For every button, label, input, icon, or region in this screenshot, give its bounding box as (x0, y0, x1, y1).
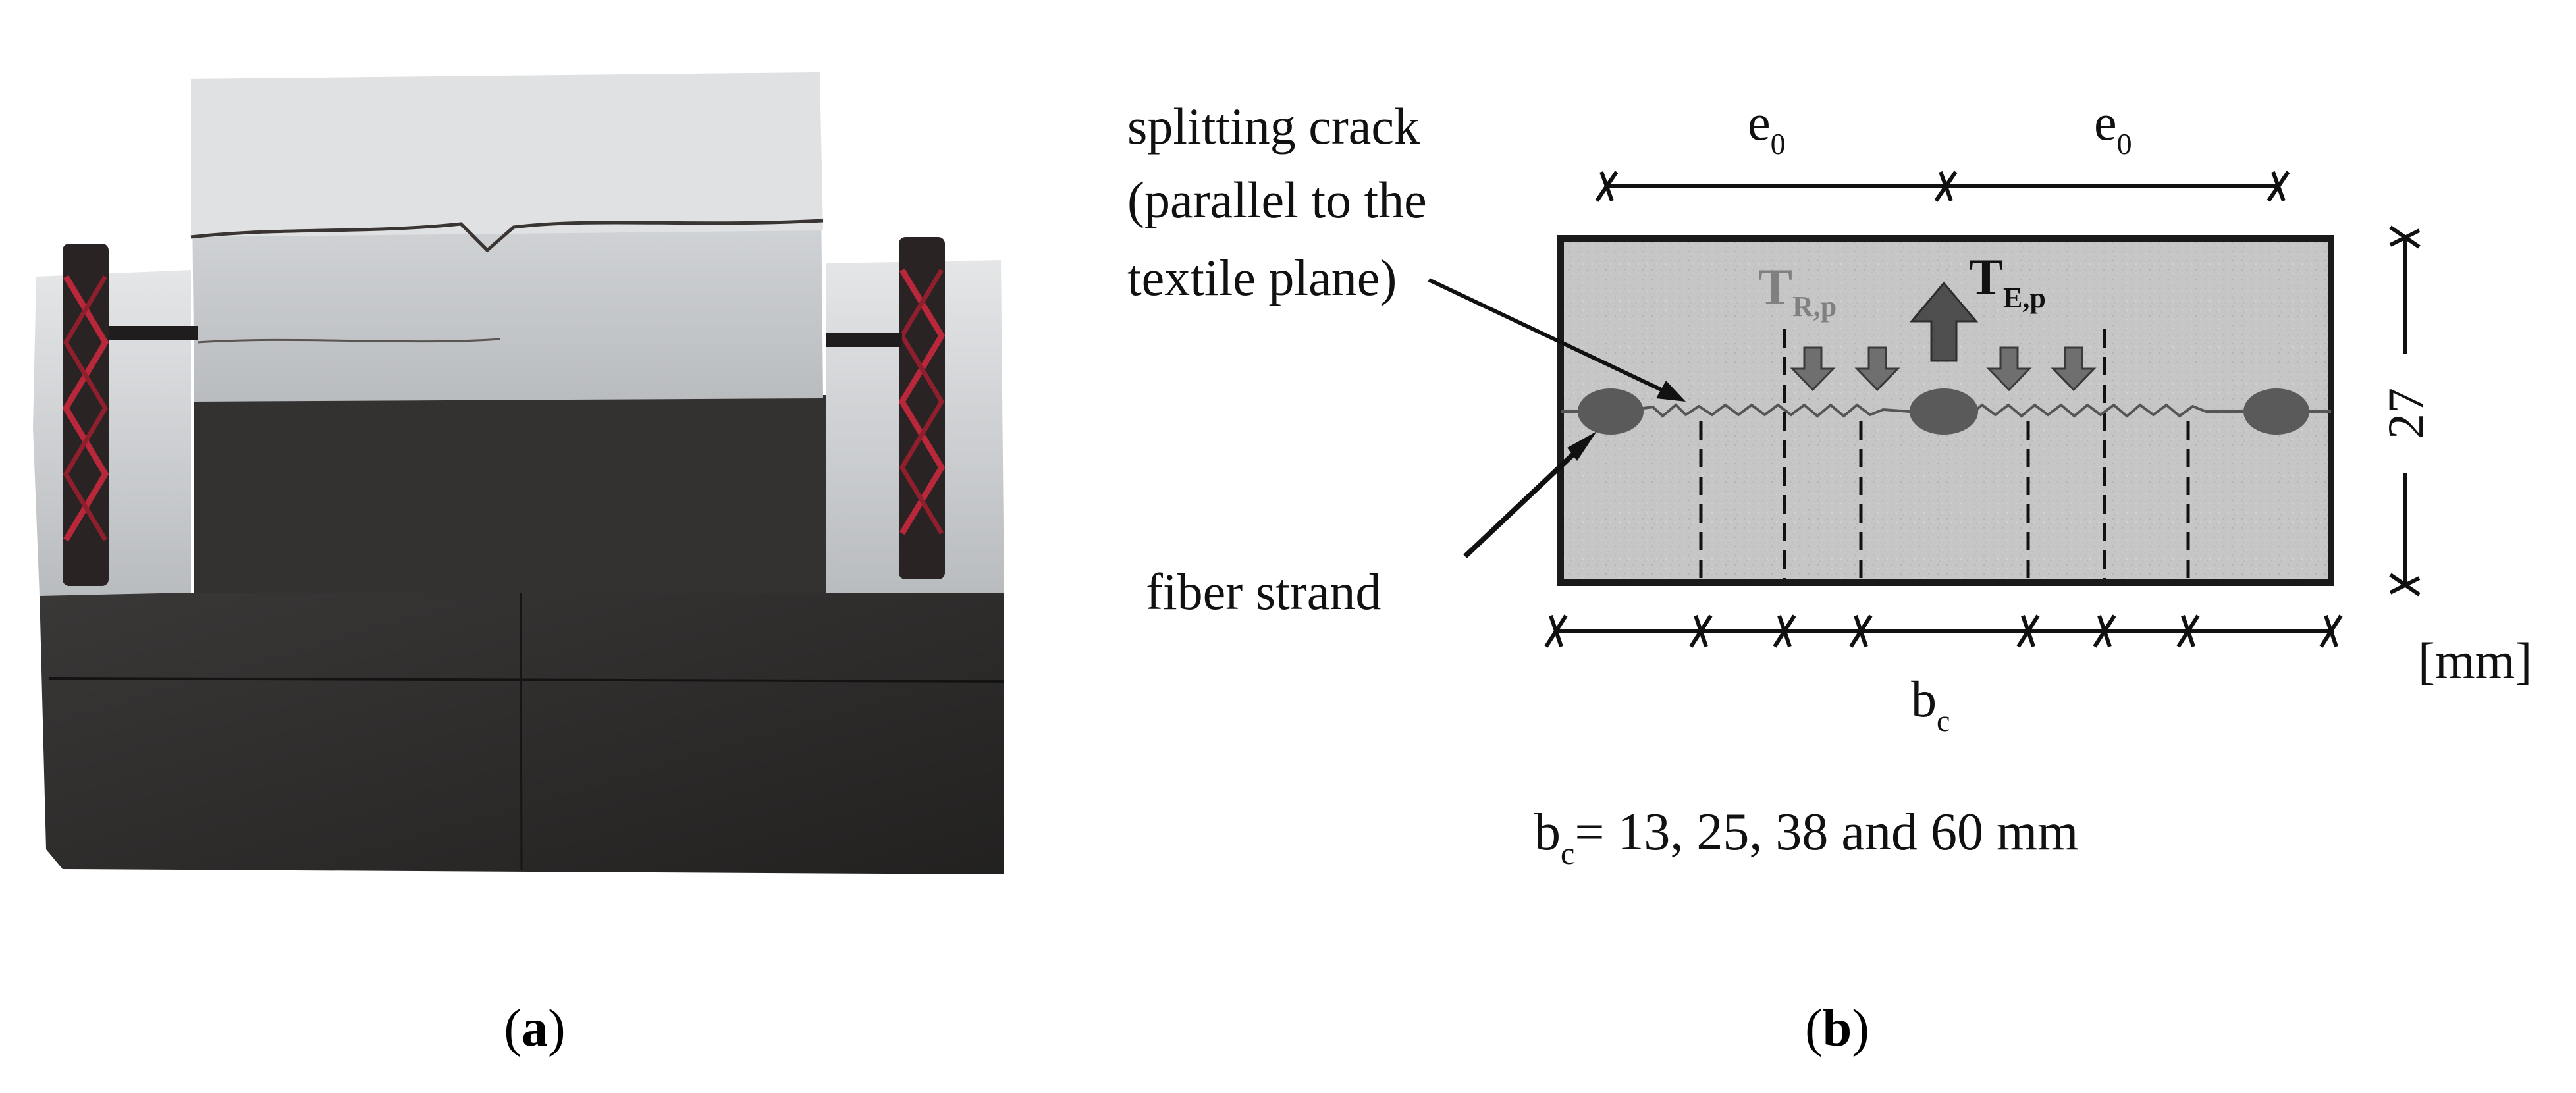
dimension-bc (1544, 614, 2343, 648)
photo-splitting-crack (190, 219, 824, 253)
right-pin-assembly (826, 237, 946, 579)
fiber-strand-center (1910, 388, 1978, 435)
caption-a: (a) (504, 1000, 565, 1057)
label-height-27: 27 (2377, 388, 2434, 439)
label-force-tr: TR,p (1758, 258, 1837, 323)
leader-crack-head (1656, 381, 1686, 402)
arrow-tr-3 (1986, 346, 2032, 392)
mortar-top-cap (191, 72, 823, 237)
block-joint-horizontal (49, 677, 1005, 683)
arrow-tr-4 (2051, 346, 2097, 392)
label-splitting-crack-2: (parallel to the (1127, 171, 1427, 228)
fiber-strand-left (1578, 388, 1644, 435)
dark-column-front (194, 395, 826, 593)
fiber-strand-right (2243, 388, 2309, 435)
label-bc-values: bc= 13, 25, 38 and 60 mm (1534, 803, 2078, 871)
dimension-height (2389, 225, 2421, 597)
mortar-left-shoulder (33, 270, 191, 596)
arrow-te (1909, 281, 1979, 362)
label-e0-right: e0 (2094, 93, 2132, 161)
arrow-tr-2 (1854, 346, 1900, 392)
caption-b: (b) (1805, 1000, 1869, 1057)
leader-fiber (1463, 442, 1586, 558)
label-bc: bc (1911, 670, 1950, 737)
label-e0-left: e0 (1748, 93, 1786, 161)
label-unit-mm: [mm] (2418, 632, 2532, 689)
leader-crack (1428, 278, 1674, 397)
label-splitting-crack-1: splitting crack (1127, 97, 1420, 155)
leader-fiber-head (1567, 431, 1597, 461)
cross-section-diagram: TR,p TE,p splitting crack (parallel to t… (1127, 93, 2532, 871)
arrows-tr (1790, 346, 2097, 392)
arrow-tr-1 (1790, 346, 1836, 392)
photo-hairline-crack (197, 338, 501, 344)
left-pin-assembly (62, 244, 198, 586)
label-splitting-crack-3: textile plane) (1127, 249, 1397, 306)
specimen-photo (33, 72, 1005, 874)
label-fiber-strand: fiber strand (1146, 563, 1381, 620)
dimension-e0 (1595, 171, 2290, 202)
label-force-te: TE,p (1969, 248, 2046, 314)
dashed-lines (1699, 329, 2190, 579)
